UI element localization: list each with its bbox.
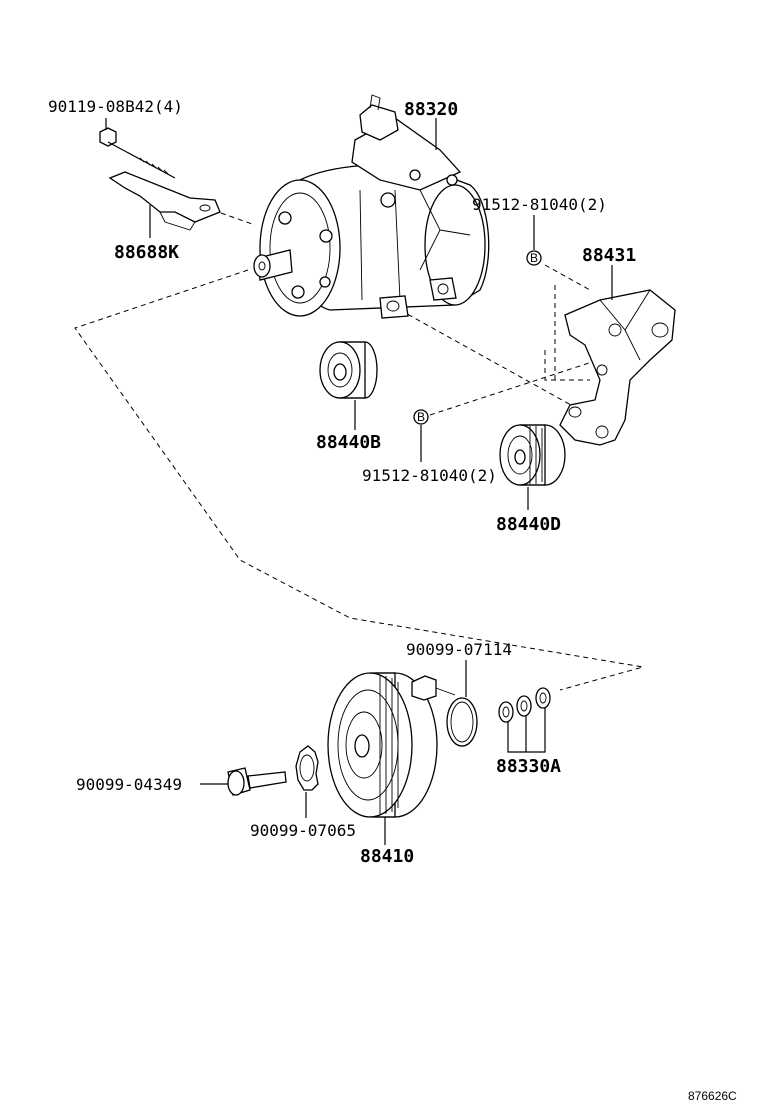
clutch-pulley-88410[interactable] — [327, 672, 456, 845]
label-bolt-upper: 90119-08B42(4) — [48, 97, 183, 116]
bolt-90099-04349[interactable] — [200, 767, 287, 796]
part-labels: 90119-08B42(4) 88320 88688K 91512-81040(… — [48, 97, 737, 1103]
snap-ring-90099-07114[interactable] — [446, 660, 478, 747]
compressor-88320[interactable] — [253, 94, 490, 319]
label-bracket-right: 88431 — [582, 245, 636, 266]
bolt-marker-lower[interactable]: B — [413, 409, 429, 462]
label-snap-ring: 90099-07114 — [406, 640, 512, 659]
label-shims: 88330A — [496, 756, 561, 777]
bracket-88688k[interactable] — [108, 171, 221, 238]
label-idler-d: 88440D — [496, 514, 561, 535]
label-bolt-right: 91512-81040(2) — [472, 195, 607, 214]
bracket-88431[interactable] — [559, 265, 676, 446]
label-bolt-clutch: 90099-04349 — [76, 775, 182, 794]
idler-pulley-88440d[interactable] — [499, 424, 566, 510]
idler-pulley-88440b[interactable] — [319, 341, 378, 430]
marker-b-upper-text: B — [530, 251, 538, 265]
label-bracket-small: 88688K — [114, 242, 179, 263]
diagram-code: 876626C — [688, 1089, 737, 1103]
label-bolt-lower: 91512-81040(2) — [362, 466, 497, 485]
shims-88330a[interactable] — [498, 687, 551, 753]
label-idler-b: 88440B — [316, 432, 381, 453]
label-compressor: 88320 — [404, 99, 458, 120]
label-washer: 90099-07065 — [250, 821, 356, 840]
label-pulley: 88410 — [360, 846, 414, 867]
marker-b-lower-text: B — [417, 410, 425, 424]
bolt-marker-upper[interactable]: B — [526, 215, 542, 266]
washer-90099-07065[interactable] — [295, 745, 319, 818]
bolt-90119-08b42[interactable] — [99, 118, 176, 179]
